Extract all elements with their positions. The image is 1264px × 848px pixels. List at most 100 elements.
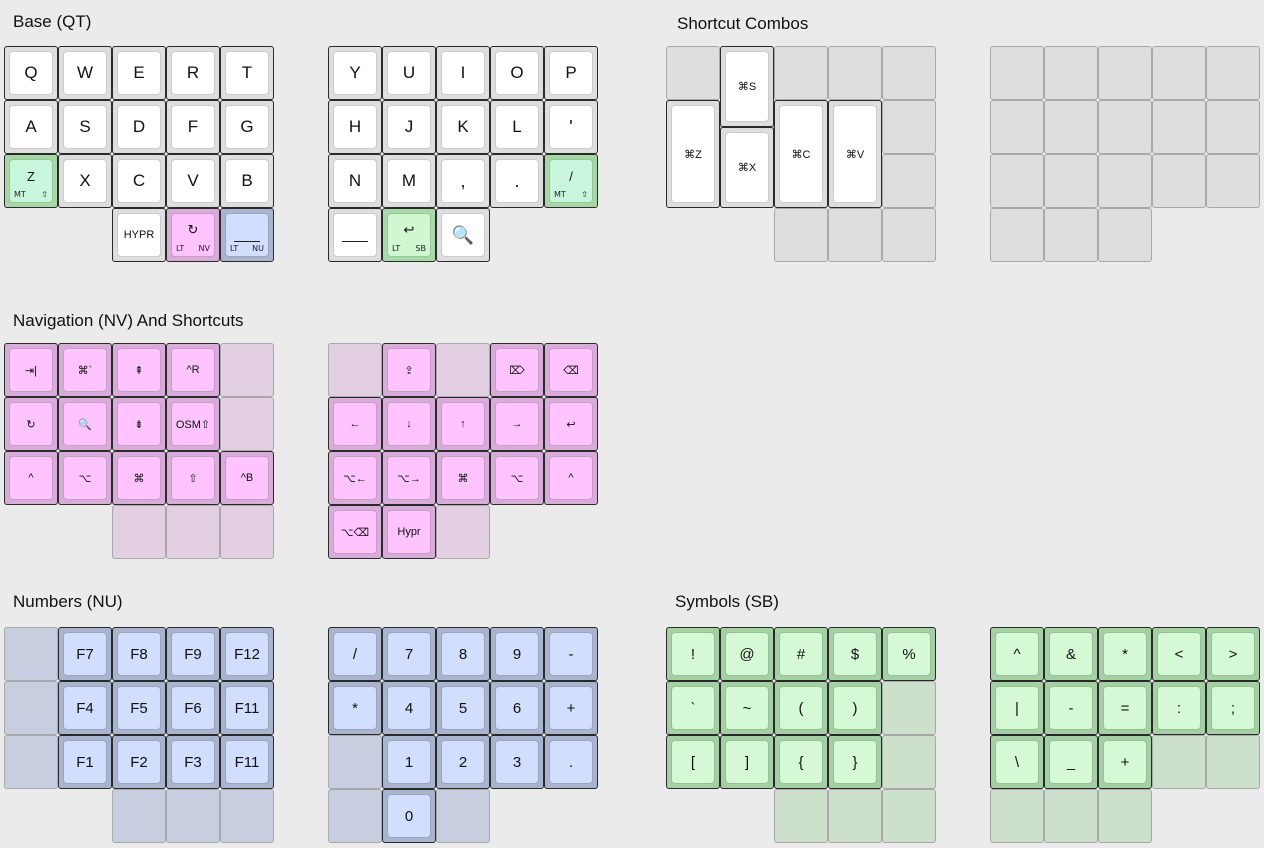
key-base-left-r0c4: T bbox=[220, 46, 274, 100]
keycap: 4 bbox=[388, 687, 430, 729]
key-symbols-right-r1c3: : bbox=[1152, 681, 1206, 735]
key-numbers-right-r3c1: 0 bbox=[382, 789, 436, 843]
key-nav-right-r1c1: ↓ bbox=[382, 397, 436, 451]
key-legend: A bbox=[25, 117, 37, 136]
keycap: 5 bbox=[442, 687, 484, 729]
key-combos-right-r0c1-empty bbox=[1044, 46, 1098, 100]
key-base-left-r1c0: A bbox=[4, 100, 58, 154]
keycap: - bbox=[1050, 687, 1092, 729]
key-legend: C bbox=[132, 171, 146, 190]
key-legend: . bbox=[568, 753, 574, 771]
key-legend: F bbox=[187, 117, 199, 136]
keycap: ' bbox=[550, 106, 592, 148]
keycap: + bbox=[550, 687, 592, 729]
key-legend: ^ bbox=[568, 472, 574, 484]
key-legend: | bbox=[1015, 699, 1019, 717]
key-legend: OSM⇧ bbox=[175, 418, 211, 431]
key-nav-right-r0c2-empty bbox=[436, 343, 490, 397]
key-nav-left-r2c0: ^ bbox=[4, 451, 58, 505]
keycap: ⌘ bbox=[118, 457, 160, 499]
key-symbols-right-r2c0: \ bbox=[990, 735, 1044, 789]
key-legend: ' bbox=[569, 116, 573, 137]
key-symbols-left-r2c3: } bbox=[828, 735, 882, 789]
keycap: P bbox=[550, 52, 592, 94]
key-combos-left-r2c4-empty bbox=[882, 154, 936, 208]
key-legend: 4 bbox=[404, 699, 414, 717]
keycap: * bbox=[1104, 633, 1146, 675]
key-legend: R bbox=[186, 63, 200, 82]
key-base-right-r2c2: , bbox=[436, 154, 490, 208]
keycap: Hypr bbox=[388, 511, 430, 553]
key-legend: Hypr bbox=[397, 526, 421, 538]
keycap: I bbox=[442, 52, 484, 94]
key-symbols-left-r3c3-empty bbox=[828, 789, 882, 843]
key-legend: ^ bbox=[28, 472, 34, 484]
keycap: \ bbox=[996, 741, 1038, 783]
keycap: ⌘ bbox=[442, 457, 484, 499]
key-numbers-right-r1c0: * bbox=[328, 681, 382, 735]
key-numbers-right-r2c3: 3 bbox=[490, 735, 544, 789]
key-legend: _ bbox=[1066, 753, 1076, 771]
keycap: B bbox=[226, 160, 268, 202]
keycap: G bbox=[226, 106, 268, 148]
key-base-left-r1c3: F bbox=[166, 100, 220, 154]
keycap: S bbox=[64, 106, 106, 148]
key-numbers-left-r3c2-empty bbox=[112, 789, 166, 843]
keycap: | bbox=[996, 687, 1038, 729]
key-legend: ↻ bbox=[187, 222, 199, 237]
key-symbols-left-r0c1: @ bbox=[720, 627, 774, 681]
key-legend: ) bbox=[852, 699, 858, 717]
key-legend: E bbox=[133, 63, 145, 82]
key-symbols-right-r0c3: < bbox=[1152, 627, 1206, 681]
key-combos-left-r0c4-empty bbox=[882, 46, 936, 100]
key-legend: → bbox=[511, 418, 523, 430]
key-legend: V bbox=[187, 171, 199, 190]
key-base-left-r2c3: V bbox=[166, 154, 220, 208]
key-symbols-left-r1c1: ~ bbox=[720, 681, 774, 735]
key-symbols-left-r1c0: ` bbox=[666, 681, 720, 735]
key-numbers-right-r0c0: / bbox=[328, 627, 382, 681]
key-numbers-left-r2c1: F1 bbox=[58, 735, 112, 789]
key-legend: ⇥| bbox=[24, 364, 38, 377]
keycap: % bbox=[888, 633, 930, 675]
hold-label: ⇧ bbox=[581, 190, 588, 199]
keycap: F12 bbox=[226, 633, 268, 675]
key-base-right-r2c4: /MT⇧ bbox=[544, 154, 598, 208]
key-combos-right-r1c4-empty bbox=[1206, 100, 1260, 154]
key-legend: ⌫ bbox=[563, 364, 579, 377]
keycap: 3 bbox=[496, 741, 538, 783]
key-nav-right-r1c2: ↑ bbox=[436, 397, 490, 451]
combo-cmd-v: ⌘V bbox=[828, 100, 882, 208]
keycap: ^ bbox=[996, 633, 1038, 675]
key-legend: ~ bbox=[742, 699, 752, 717]
key-legend: ⌘` bbox=[77, 364, 93, 377]
keycap: C bbox=[118, 160, 160, 202]
key-legend: F4 bbox=[76, 699, 94, 717]
key-legend: ⇪ bbox=[404, 364, 414, 377]
key-combos-right-r2c0-empty bbox=[990, 154, 1044, 208]
key-numbers-left-r1c1: F4 bbox=[58, 681, 112, 735]
key-nav-right-r2c2: ⌘ bbox=[436, 451, 490, 505]
key-numbers-right-r1c2: 5 bbox=[436, 681, 490, 735]
keycap: E bbox=[118, 52, 160, 94]
key-symbols-right-r2c1: _ bbox=[1044, 735, 1098, 789]
keycap: ⌥ bbox=[64, 457, 106, 499]
key-symbols-right-r3c1-empty bbox=[1044, 789, 1098, 843]
key-numbers-right-r0c2: 8 bbox=[436, 627, 490, 681]
keycap: ^R bbox=[172, 349, 214, 391]
key-legend: 8 bbox=[458, 645, 468, 663]
key-legend: ] bbox=[744, 753, 750, 771]
hold-label: LT bbox=[392, 244, 401, 253]
key-legend: ⌦ bbox=[509, 364, 525, 377]
key-legend: , bbox=[460, 170, 466, 191]
key-combos-right-r1c2-empty bbox=[1098, 100, 1152, 154]
key-legend: K bbox=[457, 117, 469, 136]
key-legend: ^B bbox=[240, 472, 254, 484]
key-combos-right-r2c1-empty bbox=[1044, 154, 1098, 208]
key-symbols-right-r3c0-empty bbox=[990, 789, 1044, 843]
key-legend: ↩ bbox=[403, 222, 415, 237]
key-base-left-r1c4: G bbox=[220, 100, 274, 154]
keycap: F3 bbox=[172, 741, 214, 783]
